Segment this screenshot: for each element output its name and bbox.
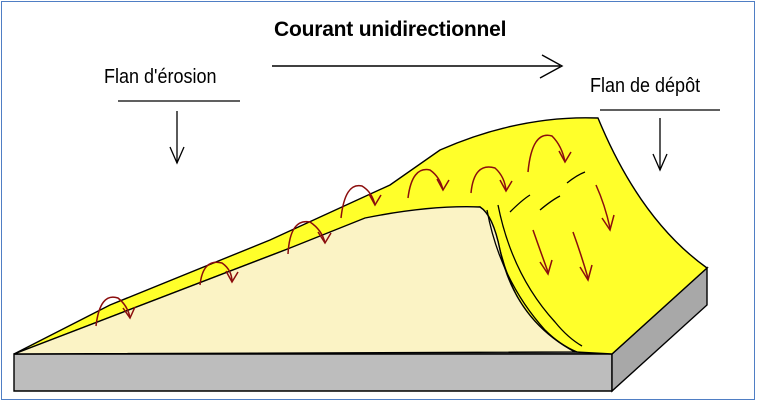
cross-bed-stroke-2 [539,195,561,211]
saltation-arrow [527,134,566,173]
avalanche-arrow [595,184,611,229]
saltation-arrowhead [317,231,332,245]
saltation-arrowhead [122,306,136,320]
lee-face-line-2 [497,204,583,347]
saltation-arrow [287,220,326,255]
avalanche-arrow [532,229,549,273]
cross-bed-stroke-1 [509,194,531,213]
avalanche-arrowhead [579,264,593,282]
avalanche-arrowhead [539,259,553,276]
saltation-arrow [470,166,507,194]
avalanche-arrowhead [601,214,615,232]
saltation-arrowhead [225,270,239,284]
avalanche-arrow [572,231,589,279]
saltation-arrowhead [368,193,382,207]
base-slab-front [13,353,613,392]
saltation-arrow [199,261,233,286]
current-title: Courant unidirectionnel [274,18,507,41]
lee-face-line-1 [486,209,578,353]
saltation-arrow [95,296,131,327]
cross-bed-stroke-3 [566,171,586,184]
saltation-arrow [407,168,444,199]
sediment-arrows [95,134,615,327]
erosion-side-label: Flan d'érosion [104,66,217,88]
current-arrow [272,54,564,79]
saltation-arrowhead [558,150,572,164]
dune-cross-section [13,206,576,355]
saltation-arrow [340,184,376,219]
deposit-pointer [600,109,720,172]
deposit-side-label: Flan de dépôt [590,75,701,97]
saltation-arrowhead [499,179,513,193]
erosion-pointer [118,100,240,165]
saltation-arrowhead [436,178,450,192]
